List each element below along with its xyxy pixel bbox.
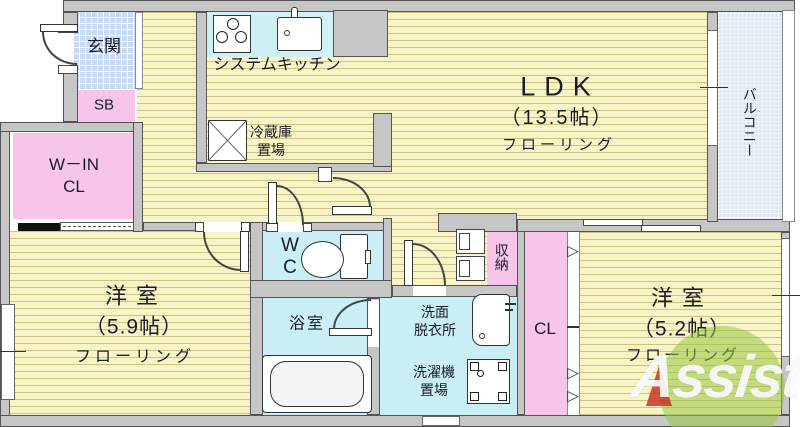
wall-segment xyxy=(63,73,78,122)
system-kitchen-label: システムキッチン xyxy=(213,56,341,74)
window xyxy=(1,304,15,400)
door-leaf xyxy=(332,206,372,215)
wall-segment xyxy=(196,12,207,163)
bedroom-59-size-label: （5.9帖） xyxy=(84,315,184,339)
entrance-floor xyxy=(73,12,135,90)
wall-segment xyxy=(250,222,263,415)
stove-burner xyxy=(235,31,247,43)
storage-area xyxy=(487,232,517,285)
bedroom-59-name-label: 洋室 xyxy=(104,283,168,309)
door-opening xyxy=(278,222,303,232)
balcony-railing xyxy=(782,10,795,222)
shoe-box-area xyxy=(73,90,135,122)
toilet-bowl xyxy=(301,241,344,278)
window xyxy=(781,238,790,357)
wall-segment xyxy=(196,163,392,172)
door-opening xyxy=(413,286,446,296)
closet-area xyxy=(525,232,567,415)
shoe-box-label: SB xyxy=(93,96,115,114)
entrance-step xyxy=(135,12,143,89)
wall-segment xyxy=(303,222,392,231)
window-tick xyxy=(700,87,728,88)
door-leaf xyxy=(240,231,249,272)
wash-basin xyxy=(472,294,510,346)
watermark-text: Assist xyxy=(628,343,800,410)
fridge-space-box xyxy=(208,120,247,161)
washing-machine-hose xyxy=(477,370,484,377)
wall-segment xyxy=(0,122,143,132)
toilet-tank xyxy=(340,234,368,279)
sliding-door-panel xyxy=(583,219,643,226)
logo-circle xyxy=(659,326,785,427)
watermark-logo: Assist xyxy=(628,320,800,427)
basin-faucet xyxy=(505,309,513,311)
closet-door-triangle: ▷ xyxy=(567,364,579,382)
door-opening xyxy=(204,222,241,232)
stove-burner xyxy=(216,31,228,43)
washing-machine-foot xyxy=(470,362,479,371)
basin-drain xyxy=(479,333,485,339)
washing-machine-foot xyxy=(498,392,507,401)
toilet-handle xyxy=(365,250,371,264)
ldk-name-label: LDK xyxy=(520,71,600,102)
fridge-space-label: 冷蔵庫 置場 xyxy=(250,123,292,158)
door-leaf xyxy=(329,328,372,336)
wall-segment xyxy=(250,280,392,298)
sink-drain xyxy=(284,30,290,36)
door-post xyxy=(195,222,204,232)
wall-segment xyxy=(133,122,143,232)
window xyxy=(707,30,718,146)
walk-in-closet-area xyxy=(13,133,133,219)
bedroom-59-floor xyxy=(9,231,250,415)
door-opening xyxy=(368,300,379,347)
entrance-door-leaf xyxy=(40,24,78,32)
closet-handle xyxy=(567,326,579,328)
washroom-label: 洗面 脱衣所 xyxy=(414,303,456,338)
balcony-area xyxy=(718,10,782,222)
door-swing-arc xyxy=(42,32,77,65)
bedroom-59-flooring-label: フローリング xyxy=(74,348,196,366)
closet-sliding-bar xyxy=(18,223,60,231)
door-leaf xyxy=(268,182,277,224)
door-leaf xyxy=(404,240,413,286)
dashed-line xyxy=(63,226,131,227)
bath-label: 浴室 xyxy=(288,315,326,333)
window xyxy=(422,416,460,426)
wall-segment xyxy=(143,222,203,231)
wall-segment xyxy=(373,113,392,167)
walk-in-closet-label: W－IN CL xyxy=(48,154,100,196)
door-post xyxy=(58,65,78,74)
stove-burner xyxy=(227,18,239,30)
ldk-flooring-label: フローリング xyxy=(501,136,617,154)
wall-segment xyxy=(63,0,795,12)
folding-door-panel xyxy=(459,260,470,277)
door-post xyxy=(303,223,312,232)
washing-machine-foot xyxy=(470,392,479,401)
closet-sliding-door xyxy=(60,222,134,231)
sliding-door-panel xyxy=(641,225,701,232)
ldk-size-label: （13.5帖） xyxy=(500,107,614,129)
window-tick xyxy=(772,295,800,296)
washing-machine-foot xyxy=(498,362,507,371)
storage-label: 収納 xyxy=(493,243,510,271)
laundry-label: 洗濯機 置場 xyxy=(413,363,455,398)
folding-door-panel xyxy=(459,233,470,250)
closet-label: CL xyxy=(534,318,556,338)
wall-segment xyxy=(517,219,525,415)
balcony-label: バルコニー xyxy=(741,87,758,157)
basin-faucet xyxy=(505,303,516,305)
bathtub-inner xyxy=(270,361,364,407)
door-post xyxy=(318,167,332,182)
bedroom-52-name-label: 洋室 xyxy=(650,285,714,311)
wall-segment xyxy=(333,10,388,57)
closet-door-triangle: ▷ xyxy=(567,387,579,405)
closet-door-triangle: ▷ xyxy=(567,242,579,260)
wc-label: W C xyxy=(281,235,299,278)
entrance-label: 玄関 xyxy=(87,36,121,56)
window-tick xyxy=(0,351,26,352)
closet-opening xyxy=(567,232,580,415)
